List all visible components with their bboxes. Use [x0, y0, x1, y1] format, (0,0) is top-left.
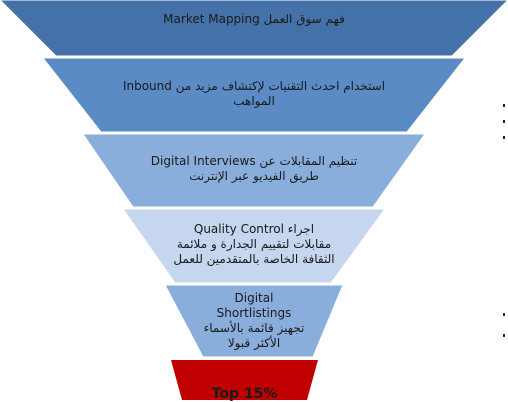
funnel-stage-2-shape [41, 57, 467, 133]
funnel-stage-5-shape [164, 284, 344, 358]
funnel-stage-5-label: Digital Shortlistings تجهيز قائمة بالأسم… [190, 291, 318, 351]
stage-3-line-2: طريق الفيديو عبر الإنترنت [189, 169, 319, 183]
stage-4-line-1: اجراء Quality Control [193, 222, 315, 236]
funnel-stage-1-label: فهم سوق العمل Market Mapping [80, 12, 428, 27]
funnel-stage-4-shape [122, 208, 386, 284]
edge-marker-3 [503, 136, 505, 139]
funnel-stage-3-label: تنظيم المقابلات عن Digital Interviews طر… [140, 154, 368, 184]
stage-4-line-3: الثقافة الخاصة بالمتقدمين للعمل [173, 252, 335, 266]
funnel-stage-3-shape [82, 133, 426, 208]
stage-1-line-1: فهم سوق العمل Market Mapping [163, 12, 345, 26]
stage-5-line-2: Shortlistings [216, 306, 292, 320]
stage-5-line-3: تجهيز قائمة بالأسماء [203, 321, 305, 335]
funnel-final-shape [171, 360, 318, 400]
edge-marker-1 [503, 104, 505, 107]
funnel-final-label: Top 15% [182, 387, 307, 402]
stage-4-line-2: مقابلات لتقييم الجدارة و ملائمة [176, 237, 332, 251]
edge-marker-4 [503, 313, 505, 316]
stage-5-line-4: الأكثر قبولا [227, 336, 281, 350]
stage-2-line-2: المواهب [233, 94, 275, 108]
stage-2-line-1: استخدام احدث التقنيات لإكتشاف مزيد من In… [122, 79, 386, 93]
stage-5-line-1: Digital [234, 291, 274, 305]
funnel-stage-4-label: اجراء Quality Control مقابلات لتقييم الج… [170, 222, 338, 267]
funnel-stage-2-label: استخدام احدث التقنيات لإكتشاف مزيد من In… [108, 79, 400, 109]
final-label-text: Top 15% [211, 386, 278, 402]
funnel-stage-1-shape [0, 0, 508, 57]
edge-marker-5 [503, 334, 505, 337]
stage-3-line-1: تنظيم المقابلات عن Digital Interviews [150, 154, 358, 168]
edge-marker-2 [503, 120, 505, 123]
